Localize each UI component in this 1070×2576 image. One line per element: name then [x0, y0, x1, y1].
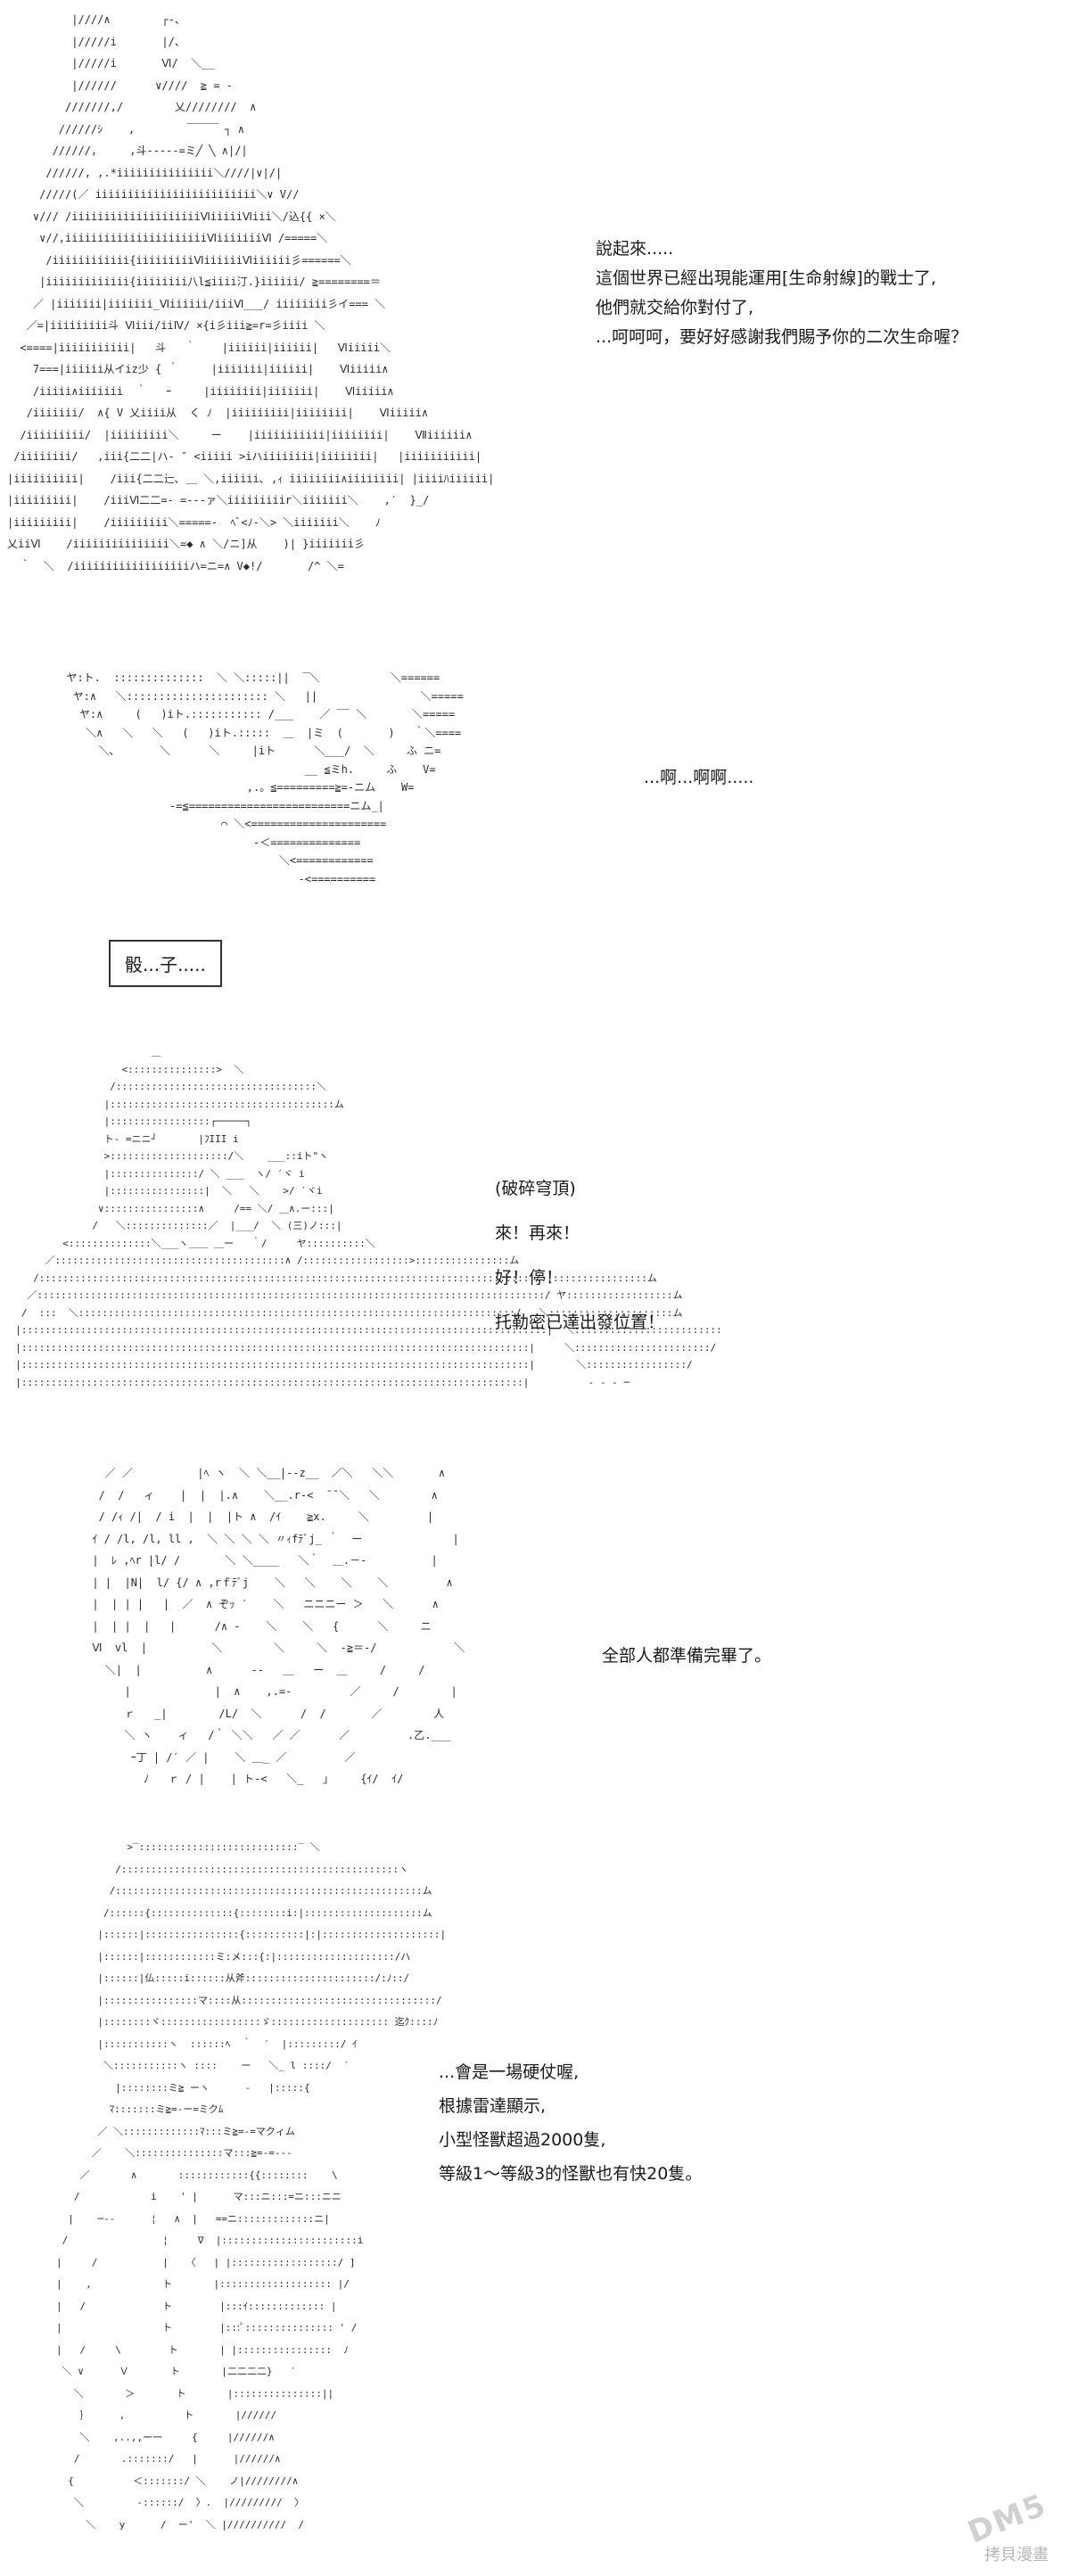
watermark-caption: 拷貝漫畫 [984, 2546, 1049, 2564]
panel-5: ／ ／ |ﾍ ヽ ＼ ＼__|‐‐z__ ／＼ ＼＼ ∧ / / ィ | | |… [0, 1436, 1070, 1810]
dialog-briefing: ...會是一場硬仗喔, 根據雷達顯示, 小型怪獸超過2000隻, 等級1～等級3… [439, 2055, 702, 2191]
panel-2: ヤ:ト. :::::::::::::: ＼ ＼:::::|| ‾＼ ＼=====… [0, 651, 1070, 909]
ascii-art-briefing: >‾:::::::::::::::::::::::::::‾ ＼ /::::::… [55, 1841, 447, 2531]
dialog-line: 說起來..... [596, 239, 674, 259]
ascii-art-crowd: ／ ／ |ﾍ ヽ ＼ ＼__|‐‐z__ ／＼ ＼＼ ∧ / / ィ | | |… [92, 1467, 465, 1785]
panel-4: ＿ <:::::::::::::::> ＼ /:::::::::::::::::… [0, 1025, 1070, 1427]
dialog-ready: 全部人都準備完畢了。 [602, 1642, 771, 1667]
dialog-line: 根據雷達顯示, [439, 2096, 547, 2116]
dialog-line: 等級1～等級3的怪獸也有快20隻。 [439, 2164, 703, 2184]
dialog-line: ...會是一場硬仗喔, [439, 2062, 580, 2082]
dialog-line: 他們就交給你對付了, [596, 298, 754, 317]
dialog-line: 托勒密已達出發位置！ [495, 1313, 665, 1332]
dialog-commander: (破碎穹頂) 來！再來！ 好！停！ 托勒密已達出發位置！ [495, 1166, 664, 1345]
dialog-line: (破碎穹頂) [495, 1179, 576, 1198]
dialog-gasp: ...啊...啊啊..... [644, 764, 753, 788]
ascii-art-beam-attack: ヤ:ト. :::::::::::::: ＼ ＼:::::|| ‾＼ ＼=====… [66, 671, 464, 885]
dice-caption-box: 骰...子..... [109, 940, 222, 987]
dialog-line: 好！停！ [495, 1268, 564, 1288]
dialog-line: 這個世界已經出現能運用[生命射線]的戰士了, [596, 268, 936, 288]
dm5-logo: DM5 [963, 2487, 1053, 2551]
dialog-line: ...呵呵呵，要好好感謝我們賜予你的二次生命喔？ [596, 327, 968, 347]
panel-3: 骰...子..... [0, 927, 1070, 1016]
dialog-villain: 說起來..... 這個世界已經出現能運用[生命射線]的戰士了, 他們就交給你對付… [596, 235, 967, 352]
dialog-line: 來！再來！ [495, 1223, 580, 1243]
panel-6: >‾:::::::::::::::::::::::::::‾ ＼ /::::::… [0, 1819, 1070, 2576]
panel-1: |////∧ ┌-、 |/////i |/、 |/////i Ⅵ/ ＼__ |/… [0, 0, 1070, 624]
ascii-art-commander: ＿ <:::::::::::::::> ＼ /:::::::::::::::::… [15, 1046, 722, 1388]
dialog-line: ...啊...啊啊..... [644, 768, 754, 787]
watermark: DM5 拷貝漫畫 [963, 2487, 1052, 2565]
dialog-line: 小型怪獸超過2000隻, [439, 2130, 606, 2150]
dialog-line: 全部人都準備完畢了。 [602, 1646, 772, 1666]
ascii-art-villain: |////∧ ┌-、 |/////i |/、 |/////i Ⅵ/ ＼__ |/… [7, 13, 495, 572]
